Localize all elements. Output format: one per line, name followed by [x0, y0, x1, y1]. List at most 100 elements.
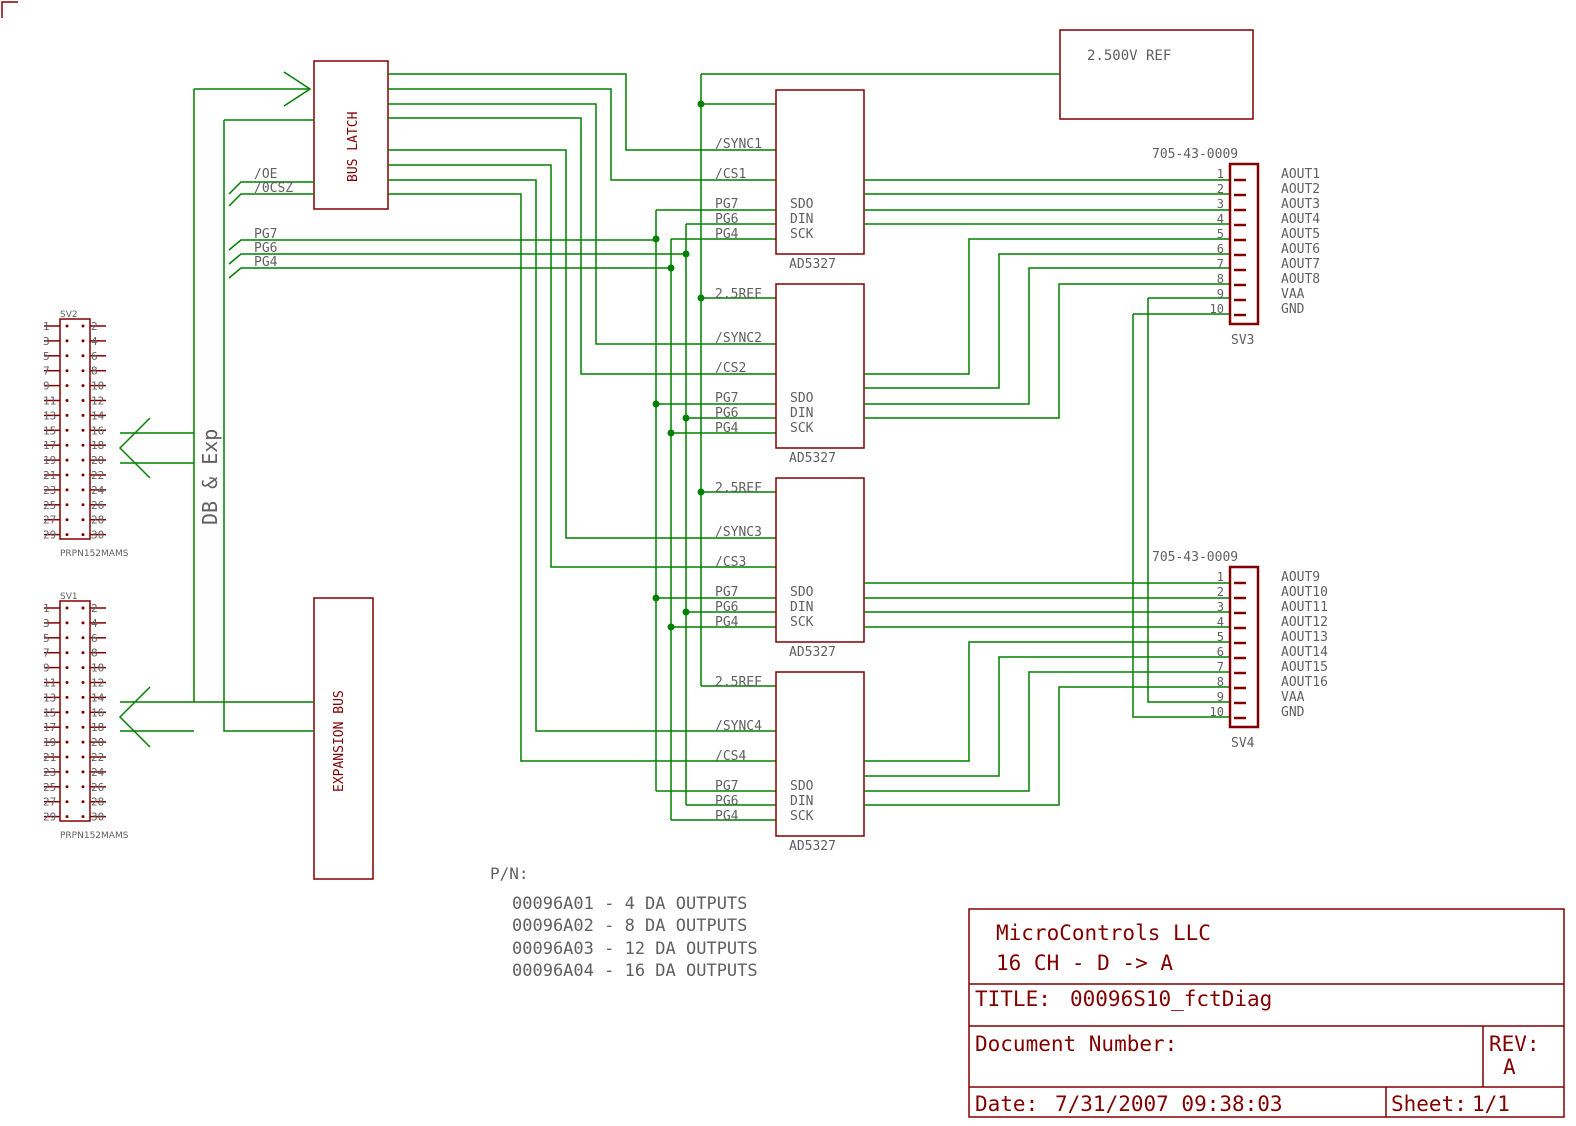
- connector-signal-label: AOUT1: [1281, 167, 1320, 182]
- signal-0csz: /0CSZ: [254, 181, 293, 196]
- dac-inner-pin-label: SDO: [790, 197, 814, 212]
- connector-signal-label: GND: [1281, 302, 1305, 317]
- dac-inner-pin-label: SCK: [790, 421, 814, 436]
- header-pin-even: 28: [91, 796, 104, 809]
- dac-pin-label: PG4: [715, 227, 739, 242]
- header-pin-dot: [65, 785, 69, 789]
- connector-signal-label: AOUT8: [1281, 272, 1320, 287]
- header-pin-dot: [65, 710, 69, 714]
- header-pin-even: 4: [91, 335, 98, 348]
- header-pin-odd: 27: [43, 796, 56, 809]
- header-pin-dot: [65, 606, 69, 610]
- dac-pin-label: /SYNC3: [715, 525, 762, 540]
- dac-part-number: AD5327: [789, 645, 836, 660]
- header-pin-even: 30: [91, 811, 104, 824]
- header-pin-odd: 15: [43, 706, 56, 719]
- dac-pin-label: /CS4: [715, 749, 746, 764]
- dac-pin-label: /CS3: [715, 555, 746, 570]
- header-pin-even: 18: [91, 439, 104, 452]
- header-pin-dot: [81, 428, 85, 432]
- header-pin-even: 16: [91, 706, 104, 719]
- title-block-frame: [968, 908, 1565, 1118]
- header-pin-even: 14: [91, 691, 105, 704]
- header-pin-dot: [65, 651, 69, 655]
- header-pin-dot: [81, 651, 85, 655]
- header-pin-dot: [81, 369, 85, 373]
- header-pin-dot: [81, 354, 85, 358]
- header-pin-odd: 29: [43, 811, 56, 824]
- connector-signal-label: AOUT4: [1281, 212, 1320, 227]
- header-pin-even: 6: [91, 350, 98, 363]
- connector-signal-label: AOUT11: [1281, 600, 1328, 615]
- header-pin-odd: 25: [43, 781, 56, 794]
- header-pin-even: 8: [91, 647, 98, 660]
- header-pin-even: 10: [91, 380, 104, 393]
- serial-bus-wires: [655, 73, 1060, 821]
- header-pin-dot: [65, 740, 69, 744]
- pn-line-4: 00096A04 - 16 DA OUTPUTS: [512, 961, 758, 981]
- connector-signal-label: VAA: [1281, 690, 1305, 705]
- header-name: SV1: [60, 592, 78, 602]
- header-pin-odd: 23: [43, 484, 56, 497]
- dac-inner-pin-label: DIN: [790, 794, 813, 809]
- header-pin-dot: [81, 681, 85, 684]
- connector-pin-number: 6: [1217, 242, 1224, 256]
- header-pin-dot: [65, 339, 69, 343]
- header-pin-dot: [81, 339, 85, 343]
- header-name: SV2: [60, 310, 78, 320]
- header-pin-dot: [65, 369, 69, 373]
- header-pin-even: 28: [91, 514, 104, 527]
- header-part-number: PRPN152MAMS: [60, 549, 129, 559]
- header-pin-dot: [65, 324, 69, 328]
- header-pin-dot: [65, 815, 69, 819]
- connector-pin-number: 9: [1217, 287, 1224, 301]
- dac-pin-label: PG4: [715, 615, 739, 630]
- header-pin-even: 24: [91, 766, 105, 779]
- signal-pg4: PG4: [254, 255, 278, 270]
- dac-box: [775, 283, 865, 449]
- header-pin-even: 24: [91, 484, 105, 497]
- rev-label: REV:: [1489, 1032, 1540, 1056]
- connector-pin-number: 1: [1217, 167, 1224, 181]
- header-pin-odd: 11: [43, 677, 56, 690]
- header-pin-dot: [81, 725, 85, 729]
- connector-part-number: 705-43-0009: [1152, 550, 1238, 565]
- junctions: [652, 100, 705, 631]
- header-pin-dot: [81, 473, 85, 477]
- header-pin-odd: 25: [43, 499, 56, 512]
- signal-oe: /OE: [254, 167, 277, 182]
- date-value: 7/31/2007 09:38:03: [1055, 1092, 1283, 1116]
- header-pin-dot: [65, 399, 69, 402]
- connector-pin-number: 5: [1217, 227, 1224, 241]
- bus-latch-box: [313, 60, 389, 210]
- header-pin-odd: 19: [43, 736, 56, 749]
- header-pin-dot: [81, 399, 85, 402]
- pn-line-1: 00096A01 - 4 DA OUTPUTS: [512, 894, 747, 914]
- header-pin-dot: [65, 488, 69, 492]
- dac-inner-pin-label: SDO: [790, 779, 814, 794]
- bus-latch-label: BUS LATCH: [346, 112, 361, 182]
- connector-pin-number: 4: [1217, 615, 1224, 629]
- dac-inner-pin-label: DIN: [790, 406, 813, 421]
- header-pin-odd: 29: [43, 529, 56, 542]
- dac-pin-label: PG7: [715, 779, 738, 794]
- dac-pin-label: PG6: [715, 600, 738, 615]
- header-pin-even: 2: [91, 602, 98, 615]
- connector-pin-number: 2: [1217, 182, 1224, 196]
- header-pin-dot: [65, 503, 69, 507]
- header-body: [59, 318, 91, 540]
- connector-signal-label: GND: [1281, 705, 1305, 720]
- header-pin-dot: [65, 413, 69, 417]
- header-pin-odd: 27: [43, 514, 56, 527]
- connector-signal-label: AOUT10: [1281, 585, 1328, 600]
- connector-pin-number: 10: [1210, 705, 1224, 719]
- dac-part-number: AD5327: [789, 451, 836, 466]
- header-pin-odd: 5: [43, 632, 50, 645]
